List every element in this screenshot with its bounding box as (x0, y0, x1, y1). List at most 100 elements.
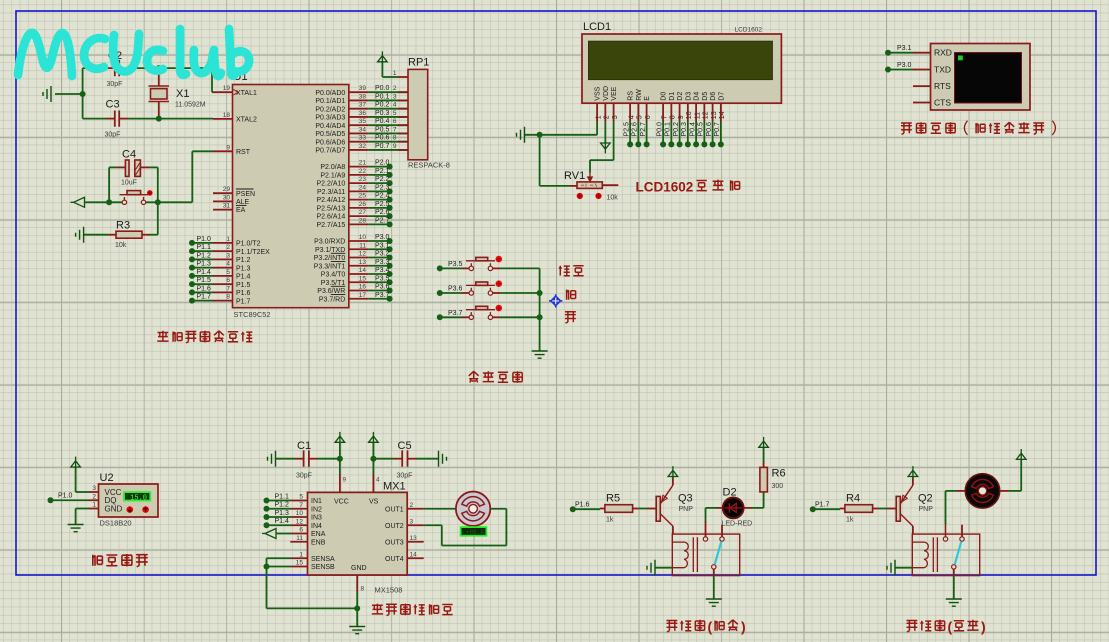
svg-text:31: 31 (223, 203, 231, 210)
svg-text:SENSA: SENSA (311, 556, 335, 563)
svg-text:Q2: Q2 (918, 493, 933, 505)
svg-text:35: 35 (359, 118, 367, 125)
svg-text:36: 36 (359, 110, 367, 117)
svg-text:9: 9 (678, 115, 685, 119)
svg-text:10: 10 (296, 510, 304, 517)
svg-text:17: 17 (359, 292, 367, 299)
svg-text:16: 16 (359, 284, 367, 291)
svg-text:5: 5 (226, 269, 230, 276)
svg-text:P1.3: P1.3 (236, 265, 251, 272)
svg-text:P3.6/WR: P3.6/WR (317, 288, 345, 295)
svg-text:P0.4/AD4: P0.4/AD4 (315, 123, 345, 130)
svg-text:P1.1/T2EX: P1.1/T2EX (236, 249, 270, 256)
svg-text:DQ: DQ (105, 496, 117, 505)
svg-text:3: 3 (92, 485, 96, 492)
svg-text:C3: C3 (106, 99, 120, 111)
svg-text:D2: D2 (723, 486, 737, 498)
svg-text:23: 23 (359, 176, 367, 183)
svg-text:6: 6 (393, 118, 397, 125)
svg-text:12: 12 (703, 111, 710, 119)
svg-text:): ) (741, 619, 746, 635)
svg-text:30: 30 (223, 194, 231, 201)
svg-text:P0.5/AD5: P0.5/AD5 (315, 131, 345, 138)
svg-text:37: 37 (359, 102, 367, 109)
svg-text:38: 38 (359, 93, 367, 100)
svg-text:11.0592M: 11.0592M (175, 102, 206, 109)
svg-text:P1.1: P1.1 (275, 493, 290, 500)
svg-text:(: ( (708, 619, 713, 635)
svg-text:LCD1602: LCD1602 (636, 179, 694, 194)
svg-text:11: 11 (359, 242, 366, 249)
svg-text:1: 1 (595, 115, 602, 119)
svg-text:D0: D0 (661, 92, 668, 101)
svg-text:P0.3/AD3: P0.3/AD3 (315, 115, 345, 122)
svg-text:E: E (644, 96, 651, 101)
svg-text:12: 12 (296, 518, 304, 525)
svg-text:10: 10 (359, 234, 367, 241)
svg-text:P2.5: P2.5 (623, 122, 630, 137)
svg-text:P1.2: P1.2 (275, 502, 290, 509)
svg-text:P1.4: P1.4 (275, 518, 290, 525)
svg-text:1k: 1k (606, 517, 614, 524)
svg-text:P3.5: P3.5 (448, 261, 463, 268)
svg-text:P0.2/AD2: P0.2/AD2 (315, 106, 345, 113)
svg-text:2: 2 (226, 244, 230, 251)
svg-text:P2.0: P2.0 (375, 160, 390, 167)
svg-text:P0.1/AD1: P0.1/AD1 (315, 98, 345, 105)
svg-text:RW: RW (636, 89, 643, 101)
svg-text:13: 13 (359, 259, 367, 266)
svg-text:GND: GND (351, 565, 367, 572)
svg-text:6: 6 (645, 115, 652, 119)
svg-text:8: 8 (361, 586, 365, 593)
svg-text:30pF: 30pF (107, 81, 123, 88)
svg-text:P0.1: P0.1 (665, 122, 672, 137)
svg-text:P3.4/T0: P3.4/T0 (321, 272, 346, 279)
svg-text:P3.1/TXD: P3.1/TXD (315, 247, 345, 254)
svg-text:P2.6: P2.6 (632, 122, 639, 137)
svg-text:P2.3/A11: P2.3/A11 (317, 189, 345, 196)
svg-text:OUT2: OUT2 (385, 523, 404, 530)
svg-text:1: 1 (226, 236, 230, 243)
svg-text:19: 19 (223, 85, 231, 92)
svg-text:XTAL2: XTAL2 (236, 117, 257, 124)
svg-text:15.0: 15.0 (130, 494, 147, 502)
svg-text:RESPACK-8: RESPACK-8 (408, 160, 450, 169)
svg-text:5: 5 (393, 110, 397, 117)
svg-text:DS18B20: DS18B20 (100, 519, 132, 528)
svg-text:R6: R6 (772, 468, 786, 480)
svg-text:P0.6/AD6: P0.6/AD6 (315, 139, 345, 146)
svg-text:9: 9 (343, 477, 347, 484)
svg-text:P1.6: P1.6 (575, 501, 590, 508)
svg-text:7: 7 (299, 502, 303, 509)
svg-text:P0.5: P0.5 (375, 126, 390, 133)
svg-text:P0.7: P0.7 (714, 122, 721, 137)
svg-text:11: 11 (296, 535, 303, 542)
svg-text:22: 22 (359, 168, 367, 175)
svg-text:P1.3: P1.3 (197, 261, 212, 268)
svg-text:2: 2 (604, 115, 611, 119)
svg-text:P3.7/RD: P3.7/RD (319, 296, 345, 303)
svg-text:R3: R3 (116, 220, 130, 232)
svg-text:3: 3 (226, 252, 230, 259)
svg-text:34: 34 (359, 126, 367, 133)
svg-text:P0.2: P0.2 (673, 122, 680, 137)
svg-text:P0.7: P0.7 (375, 143, 390, 150)
svg-text:RP1: RP1 (408, 56, 429, 68)
svg-text:P2.2: P2.2 (375, 176, 390, 183)
svg-text:VCC: VCC (334, 498, 349, 505)
svg-text:P1.2: P1.2 (197, 252, 212, 259)
svg-text:RV1: RV1 (564, 170, 585, 182)
svg-text:27: 27 (359, 209, 367, 216)
svg-text:P2.5/A13: P2.5/A13 (316, 205, 345, 212)
svg-text:D2: D2 (677, 92, 684, 101)
svg-text:P3.3/INT1: P3.3/INT1 (314, 263, 346, 270)
svg-text:IN3: IN3 (311, 515, 322, 522)
svg-text:15: 15 (359, 275, 367, 282)
svg-text:P0.0: P0.0 (375, 85, 390, 92)
svg-text:IN2: IN2 (311, 506, 322, 513)
svg-text:P3.3: P3.3 (375, 259, 390, 266)
svg-text:7: 7 (661, 115, 668, 119)
svg-text:30pF: 30pF (105, 132, 121, 139)
svg-text:P0.6: P0.6 (706, 122, 713, 137)
svg-text:TXD: TXD (934, 65, 951, 75)
